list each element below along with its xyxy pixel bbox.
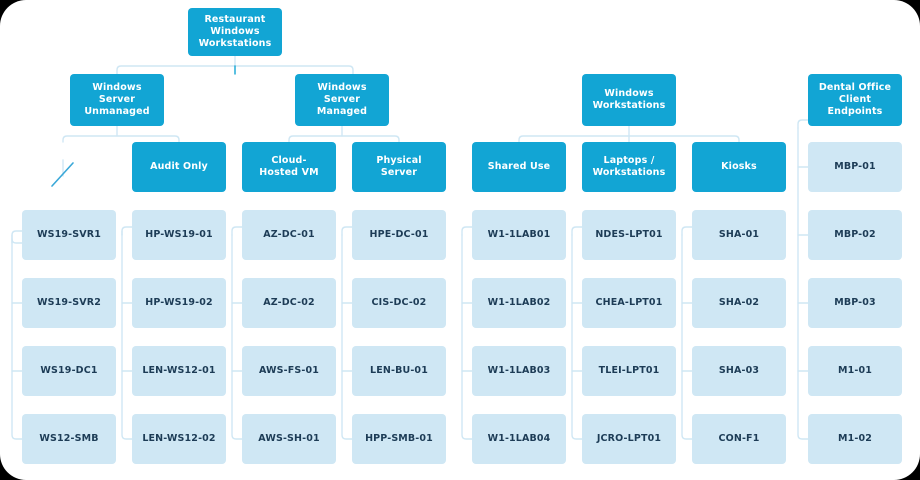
node-category-col-audit-only[interactable]: Audit Only <box>132 142 226 192</box>
node-category-col-cloud-hosted-vm[interactable]: Cloud- Hosted VM <box>242 142 336 192</box>
node-label: Physical Server <box>376 155 422 178</box>
node-asset-len-bu-01[interactable]: LEN-BU-01 <box>352 346 446 396</box>
node-label: SHA-02 <box>718 297 760 309</box>
node-group-dental-office-client-endpoints[interactable]: Dental Office Client Endpoints <box>808 74 902 126</box>
node-label: SHA-03 <box>718 365 760 377</box>
node-asset-w1-1lab04[interactable]: W1-1LAB04 <box>472 414 566 464</box>
node-label: AZ-DC-02 <box>263 297 315 309</box>
node-label: JCRO-LPT01 <box>596 433 662 445</box>
node-asset-ws19-dc1[interactable]: WS19-DC1 <box>22 346 116 396</box>
node-asset-ndes-lpt01[interactable]: NDES-LPT01 <box>582 210 676 260</box>
node-label: AWS-FS-01 <box>258 365 320 377</box>
node-label: WS19-DC1 <box>40 365 98 377</box>
node-category-col-shared-use[interactable]: Shared Use <box>472 142 566 192</box>
node-label: Restaurant Windows Workstations <box>198 14 272 49</box>
node-label: CIS-DC-02 <box>371 297 427 309</box>
node-label: HPE-DC-01 <box>369 229 429 241</box>
node-label: MBP-01 <box>834 161 876 173</box>
node-asset-w1-1lab03[interactable]: W1-1LAB03 <box>472 346 566 396</box>
node-label: Windows Server Managed <box>316 82 368 117</box>
node-label: TLEI-LPT01 <box>598 365 660 377</box>
node-asset-mbp-01[interactable]: MBP-01 <box>808 142 902 192</box>
node-asset-cis-dc-02[interactable]: CIS-DC-02 <box>352 278 446 328</box>
node-asset-con-f1[interactable]: CON-F1 <box>692 414 786 464</box>
node-label: WS19-SVR2 <box>37 297 101 309</box>
node-label: W1-1LAB01 <box>487 229 551 241</box>
node-label: LEN-BU-01 <box>370 365 428 377</box>
node-label: WS19-SVR1 <box>37 229 101 241</box>
node-asset-chea-lpt01[interactable]: CHEA-LPT01 <box>582 278 676 328</box>
node-label: HP-WS19-02 <box>145 297 213 309</box>
node-asset-az-dc-01[interactable]: AZ-DC-01 <box>242 210 336 260</box>
node-label: W1-1LAB03 <box>487 365 551 377</box>
node-asset-ws19-svr2[interactable]: WS19-SVR2 <box>22 278 116 328</box>
node-asset-w1-1lab02[interactable]: W1-1LAB02 <box>472 278 566 328</box>
node-asset-jcro-lpt01[interactable]: JCRO-LPT01 <box>582 414 676 464</box>
node-asset-len-ws12-02[interactable]: LEN-WS12-02 <box>132 414 226 464</box>
node-label: HPP-SMB-01 <box>365 433 433 445</box>
node-label: Kiosks <box>721 161 757 173</box>
node-asset-ws12-smb[interactable]: WS12-SMB <box>22 414 116 464</box>
node-label: Windows Workstations <box>592 88 666 111</box>
node-label: Laptops / Workstations <box>592 155 666 178</box>
node-label: Dental Office Client Endpoints <box>818 82 892 117</box>
node-label: NDES-LPT01 <box>595 229 663 241</box>
node-group-windows-workstations[interactable]: Windows Workstations <box>582 74 676 126</box>
node-label: M1-01 <box>838 365 872 377</box>
node-asset-sha-02[interactable]: SHA-02 <box>692 278 786 328</box>
node-label: HP-WS19-01 <box>145 229 213 241</box>
node-asset-aws-fs-01[interactable]: AWS-FS-01 <box>242 346 336 396</box>
node-asset-hp-ws19-02[interactable]: HP-WS19-02 <box>132 278 226 328</box>
node-label: Cloud- Hosted VM <box>259 155 319 178</box>
node-asset-w1-1lab01[interactable]: W1-1LAB01 <box>472 210 566 260</box>
node-category-col-laptops-workstations[interactable]: Laptops / Workstations <box>582 142 676 192</box>
node-asset-hp-ws19-01[interactable]: HP-WS19-01 <box>132 210 226 260</box>
node-label: AWS-SH-01 <box>258 433 320 445</box>
node-label: LEN-WS12-02 <box>142 433 216 445</box>
node-root-restaurant-windows-workstations[interactable]: Restaurant Windows Workstations <box>188 8 282 56</box>
node-group-ws-managed[interactable]: Windows Server Managed <box>295 74 389 126</box>
node-label: CHEA-LPT01 <box>595 297 663 309</box>
node-asset-hpe-dc-01[interactable]: HPE-DC-01 <box>352 210 446 260</box>
node-label: SHA-01 <box>718 229 760 241</box>
node-group-ws-unmanaged[interactable]: Windows Server Unmanaged <box>70 74 164 126</box>
node-label: MBP-02 <box>834 229 876 241</box>
node-asset-hpp-smb-01[interactable]: HPP-SMB-01 <box>352 414 446 464</box>
stray-diagonal-stroke <box>51 162 74 187</box>
node-asset-mbp-02[interactable]: MBP-02 <box>808 210 902 260</box>
node-asset-sha-03[interactable]: SHA-03 <box>692 346 786 396</box>
node-category-col-kiosks[interactable]: Kiosks <box>692 142 786 192</box>
node-label: MBP-03 <box>834 297 876 309</box>
node-label: AZ-DC-01 <box>263 229 315 241</box>
node-label: Shared Use <box>487 161 551 173</box>
node-asset-tlei-lpt01[interactable]: TLEI-LPT01 <box>582 346 676 396</box>
node-label: Audit Only <box>150 161 208 173</box>
node-asset-m1-02[interactable]: M1-02 <box>808 414 902 464</box>
node-label: CON-F1 <box>718 433 760 445</box>
node-asset-mbp-03[interactable]: MBP-03 <box>808 278 902 328</box>
node-asset-len-ws12-01[interactable]: LEN-WS12-01 <box>132 346 226 396</box>
node-label: WS12-SMB <box>39 433 99 445</box>
node-asset-az-dc-02[interactable]: AZ-DC-02 <box>242 278 336 328</box>
node-asset-ws19-svr1[interactable]: WS19-SVR1 <box>22 210 116 260</box>
node-label: LEN-WS12-01 <box>142 365 216 377</box>
node-asset-m1-01[interactable]: M1-01 <box>808 346 902 396</box>
node-label: W1-1LAB02 <box>487 297 551 309</box>
node-asset-sha-01[interactable]: SHA-01 <box>692 210 786 260</box>
node-label: Windows Server Unmanaged <box>84 82 150 117</box>
node-category-col-physical-server[interactable]: Physical Server <box>352 142 446 192</box>
node-label: W1-1LAB04 <box>487 433 551 445</box>
node-asset-aws-sh-01[interactable]: AWS-SH-01 <box>242 414 336 464</box>
node-label: M1-02 <box>838 433 872 445</box>
